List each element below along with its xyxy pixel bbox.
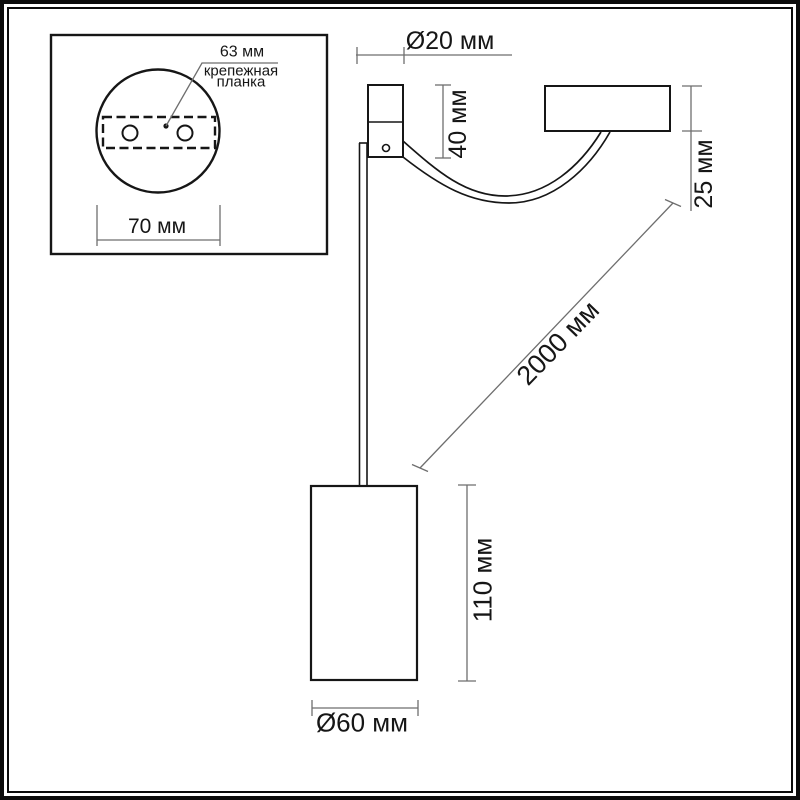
ceiling-bracket-body	[367, 84, 404, 158]
bracket-leader-line	[165, 62, 278, 127]
inset-panel-border	[49, 33, 329, 256]
bracket-screw-hole	[381, 143, 391, 153]
mounting-bracket-label-line1: крепежная	[203, 62, 279, 80]
dim-2000-tick-upper	[664, 198, 682, 208]
mounting-bracket-label: крепежная планка	[203, 62, 279, 90]
dim-2000-tick-lower	[411, 463, 429, 473]
shade-height-label: 110 мм	[467, 537, 498, 623]
canopy-box	[544, 85, 671, 132]
plate-width-label: 70 мм	[127, 214, 187, 238]
bracket-height-label: 40 мм	[443, 89, 472, 159]
lamp-shade-body	[309, 484, 419, 682]
mounting-bracket-dashed-rect	[101, 115, 217, 150]
cable-curve-upper	[402, 131, 602, 197]
dim-2000-line	[419, 202, 674, 469]
screw-hole-right	[176, 124, 194, 142]
screw-hole-left	[121, 124, 139, 142]
stem-diameter-label: Ø20 мм	[405, 26, 495, 55]
mounting-plate-circle	[95, 68, 221, 194]
cable-curve-lower	[402, 131, 611, 204]
canopy-height-label: 25 мм	[689, 139, 718, 209]
shade-diameter-label: Ø60 мм	[315, 707, 409, 738]
mounting-bracket-label-line2: планка	[216, 73, 266, 90]
hole-spacing-label: 63 мм	[219, 43, 265, 61]
